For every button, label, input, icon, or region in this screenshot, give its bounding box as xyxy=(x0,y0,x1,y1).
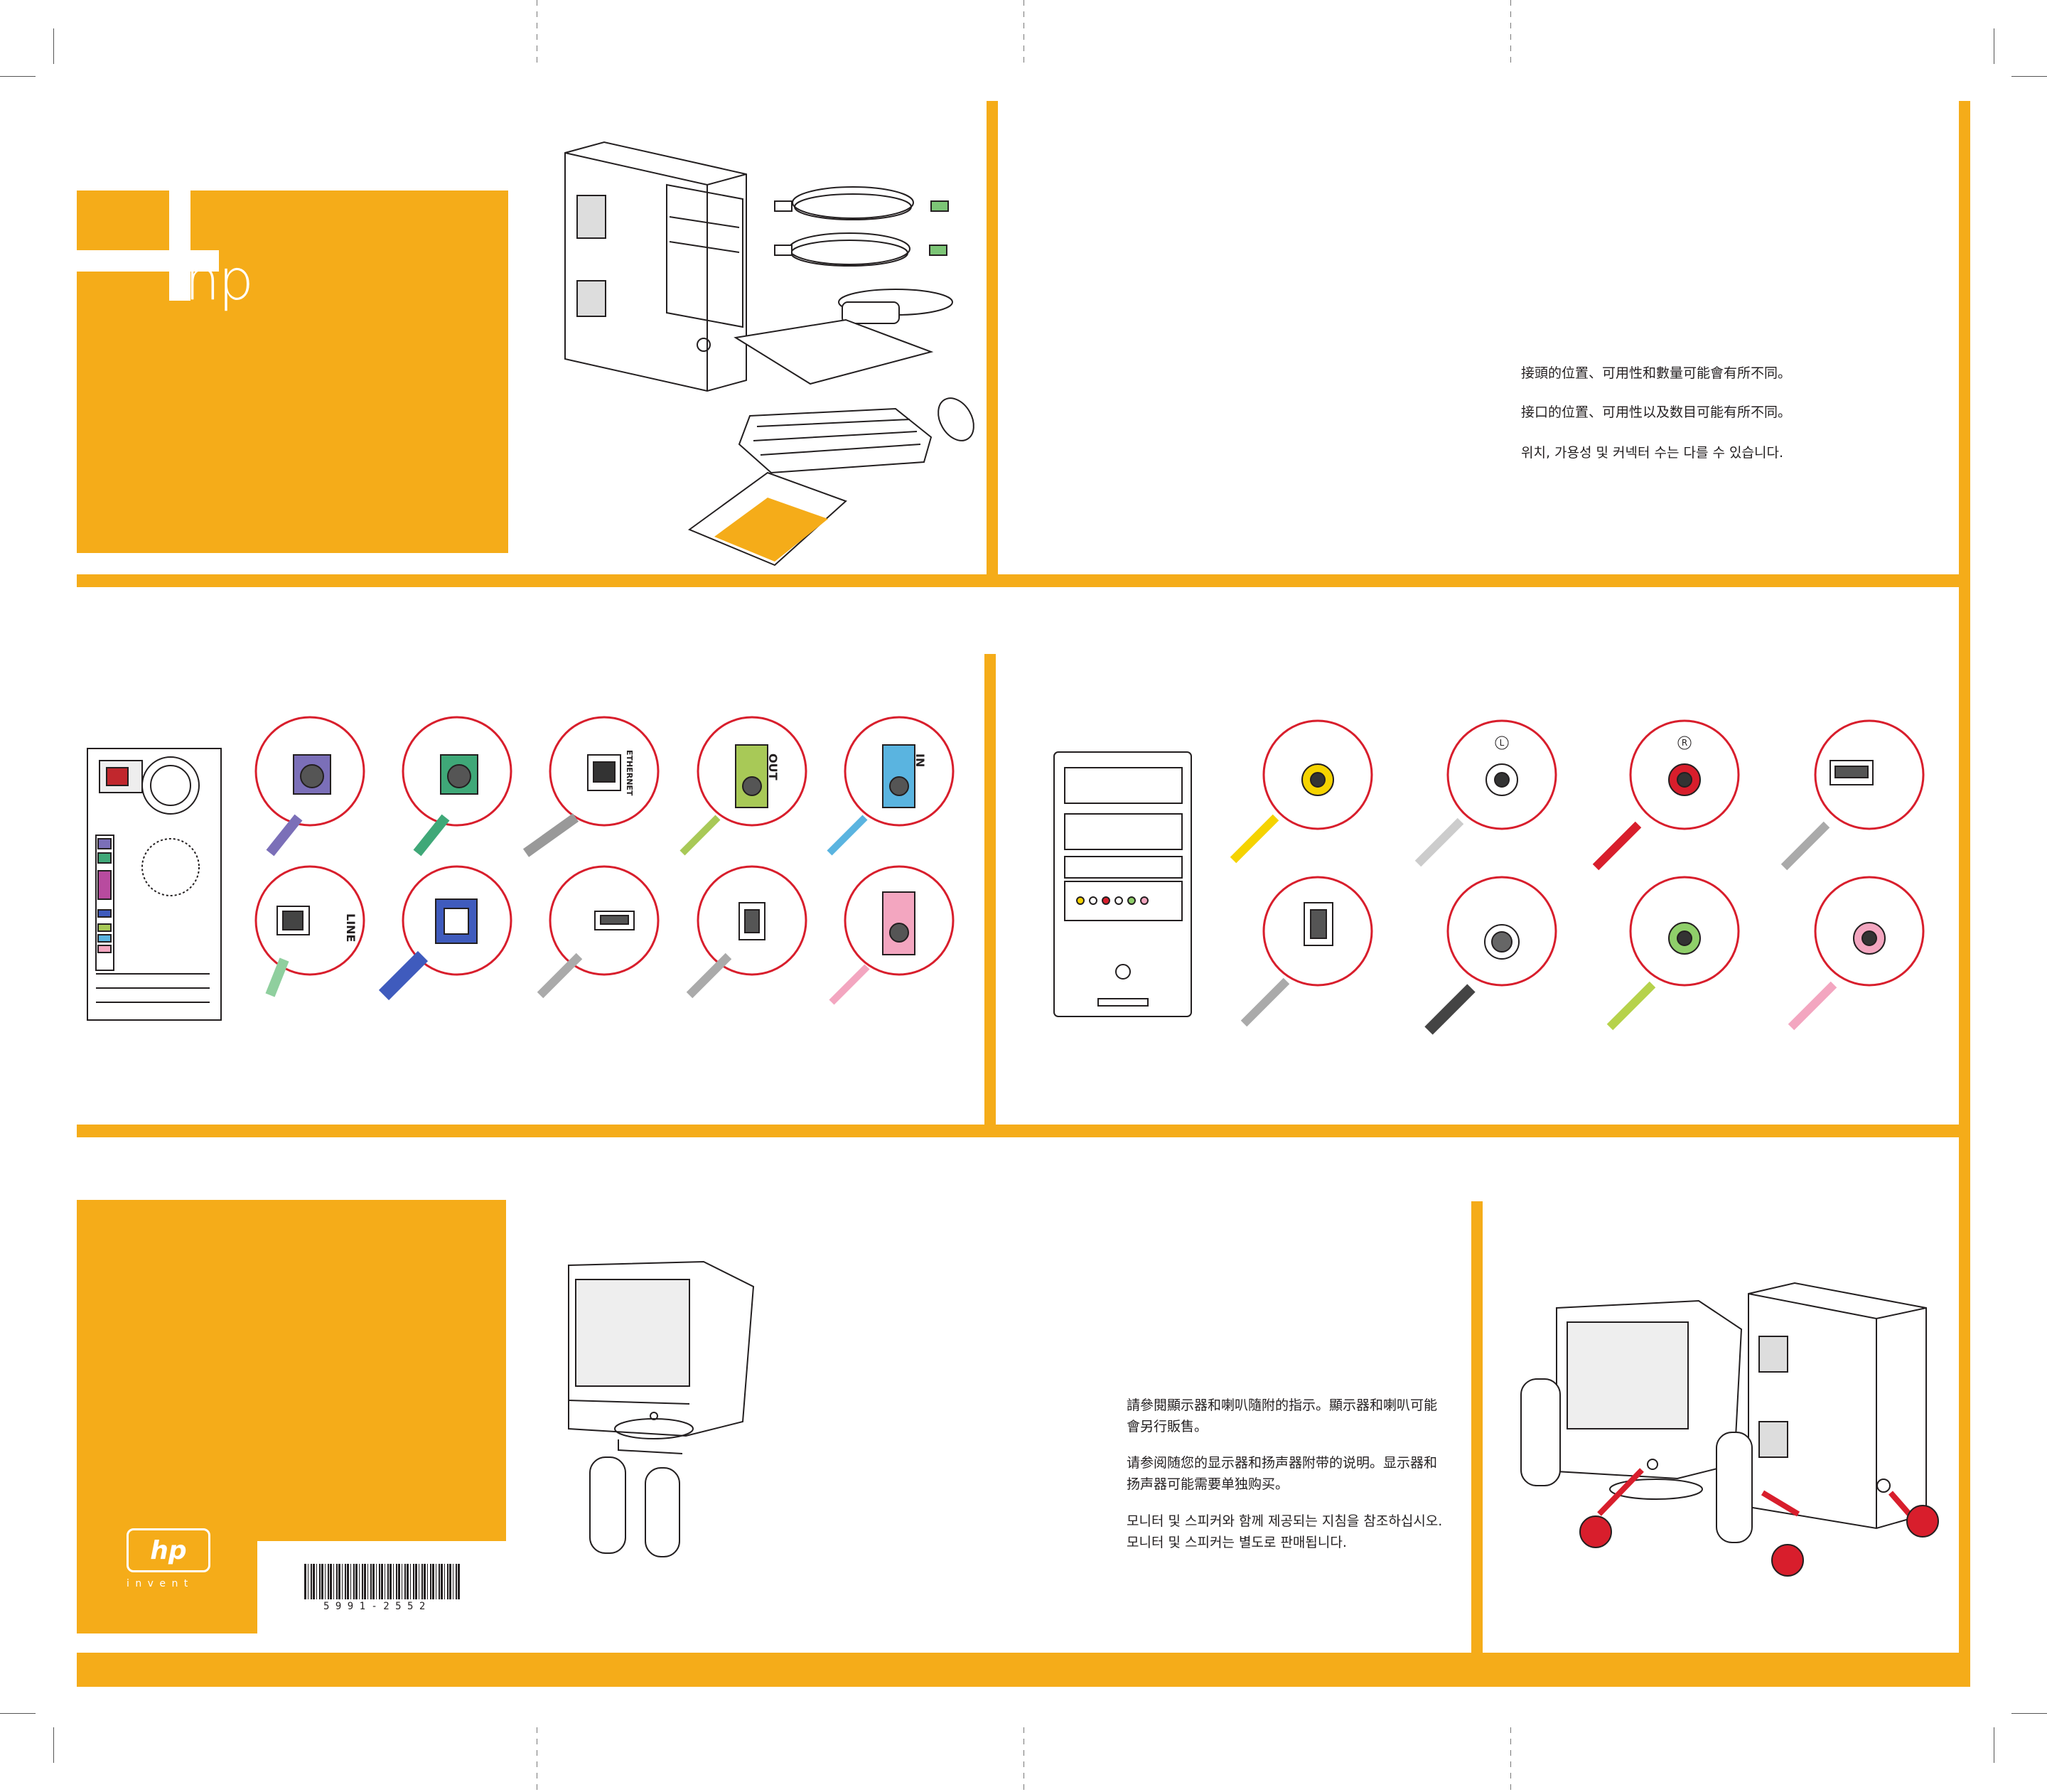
monitor-speakers-illustration xyxy=(568,1260,755,1557)
crop-mark xyxy=(0,1713,36,1714)
barcode xyxy=(304,1564,461,1599)
barcode-number: 5 9 9 1 - 2 5 5 2 xyxy=(323,1601,426,1612)
monitor-note-kr: 모니터 및 스피커와 함께 제공되는 지침을 참조하십시오. 모니터 및 스피커… xyxy=(1127,1513,1443,1550)
cover-panel: hp xyxy=(77,191,508,553)
crop-mark xyxy=(53,28,54,64)
crop-mark xyxy=(0,76,36,77)
invent-tagline: i n v e n t xyxy=(127,1578,190,1589)
monitor-note-tw: 請參閱顯示器和喇叭隨附的指示。顯示器和喇叭可能會另行販售。 xyxy=(1127,1397,1438,1434)
panel-rule xyxy=(77,574,1970,587)
crop-mark xyxy=(2011,76,2047,77)
hp-logo-icon: hp xyxy=(127,1528,210,1572)
connector-note-tw: 接頭的位置、可用性和數量可能會有所不同。 xyxy=(1521,365,1792,381)
back-panel-connectors: ETHERNET OUT IN LINE xyxy=(254,716,955,1005)
audio-out-label: OUT xyxy=(766,753,780,780)
connector-note-kr: 위치, 가용성 및 커넥터 수는 다를 수 있습니다. xyxy=(1521,445,1783,461)
box-contents-illustration xyxy=(564,141,974,567)
pc-back-panel-illustration xyxy=(87,748,222,1021)
audio-in-label: IN xyxy=(913,753,927,767)
panel-divider xyxy=(987,101,998,579)
panel-divider xyxy=(1959,101,1970,579)
crop-mark xyxy=(2011,1713,2047,1714)
monitor-note-cn: 请参阅随您的显示器和扬声器附带的说明。显示器和扬声器可能需要单独购买。 xyxy=(1127,1455,1438,1492)
pc-front-panel-illustration xyxy=(1053,751,1192,1017)
panel-divider xyxy=(1471,1201,1483,1656)
panel-divider xyxy=(1959,581,1970,1132)
cover-logo-text: hp xyxy=(185,249,254,313)
panel-rule xyxy=(77,1125,1970,1137)
panel-rule xyxy=(77,1653,1970,1687)
panel-divider xyxy=(984,654,996,1132)
front-panel-connectors: L R xyxy=(1230,719,1925,1035)
fold-mark xyxy=(1510,0,1511,64)
plus-logo-icon xyxy=(77,191,219,301)
hp-invent-logo: hp i n v e n t xyxy=(127,1528,212,1592)
connector-note-cn: 接口的位置、可用性以及数目可能有所不同。 xyxy=(1521,404,1792,420)
modem-line-label: LINE xyxy=(344,913,358,942)
fold-mark xyxy=(1510,1727,1511,1791)
step-marker xyxy=(1906,1505,1939,1538)
ethernet-port-label: ETHERNET xyxy=(625,750,634,796)
step-marker xyxy=(1579,1515,1612,1548)
back-logo-text: hp xyxy=(150,1535,187,1565)
power-on-illustration xyxy=(1520,1282,1939,1577)
audio-right-label: R xyxy=(1682,738,1687,748)
crop-mark xyxy=(53,1727,54,1763)
step-marker xyxy=(1771,1544,1804,1577)
audio-left-label: L xyxy=(1500,738,1505,748)
panel-divider xyxy=(1959,1137,1970,1656)
